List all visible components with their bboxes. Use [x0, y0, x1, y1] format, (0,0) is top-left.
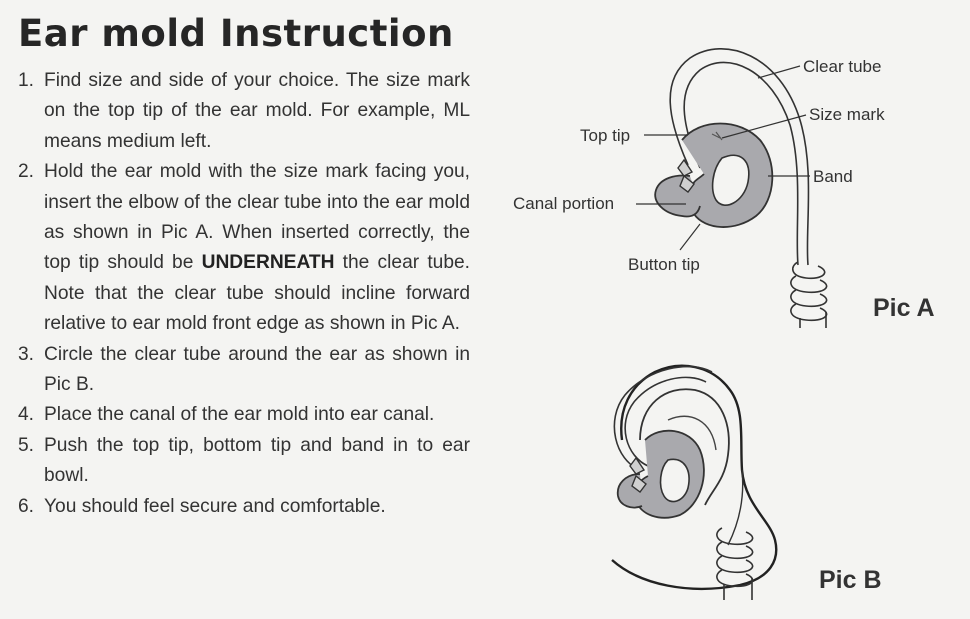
label-canal-portion: Canal portion	[513, 194, 614, 213]
pic-a-illustration: Clear tube Size mark Top tip Band Canal …	[513, 48, 935, 328]
tube-around-ear-outer	[613, 365, 713, 471]
label-band: Band	[813, 167, 853, 186]
step-text: Place the canal of the ear mold into ear…	[44, 404, 435, 426]
pic-b-illustration: Pic B	[611, 364, 882, 600]
step-number: 2.	[18, 161, 35, 183]
step-emphasis: UNDERNEATH	[201, 252, 335, 274]
step-1: 1. Find size and side of your choice. Th…	[18, 66, 470, 157]
clear-tube-outer	[669, 48, 810, 266]
ear-mold-bowl	[711, 154, 750, 206]
ear-mold-bowl-b	[659, 458, 690, 503]
label-size-mark: Size mark	[809, 105, 885, 124]
helix-fold	[639, 388, 730, 506]
step-text-part: Hold the ear mold with the size mark fac…	[44, 161, 470, 274]
step-number: 1.	[18, 70, 35, 91]
step-5: 5. Push the top tip, bottom tip and band…	[18, 431, 470, 492]
step-text: Find size and side of your choice. The s…	[44, 70, 470, 152]
size-mark-glyph	[711, 131, 723, 141]
step-number: 5.	[18, 434, 35, 456]
tube-elbow-b	[629, 456, 647, 493]
antihelix	[667, 415, 717, 451]
step-6: 6. You should feel secure and comfortabl…	[18, 492, 470, 522]
step-3: 3. Circle the clear tube around the ear …	[18, 340, 470, 401]
step-number: 3.	[18, 343, 35, 365]
coiled-tube	[790, 261, 828, 328]
tube-elbow	[677, 158, 695, 193]
pic-a-caption: Pic A	[873, 294, 935, 322]
step-number: 6.	[18, 495, 35, 517]
label-clear-tube: Clear tube	[803, 57, 881, 76]
step-text-part: the clear tube. Note that the clear tube…	[44, 252, 470, 335]
canal-portion-shape	[654, 174, 701, 218]
step-text: Hold the ear mold with the size mark fac…	[44, 157, 470, 339]
label-top-tip: Top tip	[580, 126, 630, 145]
step-text: Push the top tip, bottom tip and band in…	[44, 434, 470, 487]
instruction-list: 1. Find size and side of your choice. Th…	[18, 66, 470, 522]
step-text: You should feel secure and comfortable.	[44, 495, 386, 517]
leader-lines	[636, 65, 810, 251]
step-number: 4.	[18, 404, 35, 426]
pic-b-caption: Pic B	[819, 566, 882, 594]
step-4: 4. Place the canal of the ear mold into …	[18, 400, 470, 430]
tube-around-ear-inner	[624, 376, 707, 467]
tube-down-outer	[727, 469, 744, 546]
page-title: Ear mold Instruction	[18, 12, 454, 55]
coiled-tube-b	[716, 527, 754, 600]
step-text: Circle the clear tube around the ear as …	[44, 343, 470, 396]
step-2: 2. Hold the ear mold with the size mark …	[18, 157, 470, 339]
label-button-tip: Button tip	[628, 255, 700, 274]
clear-tube-inner	[683, 61, 799, 266]
